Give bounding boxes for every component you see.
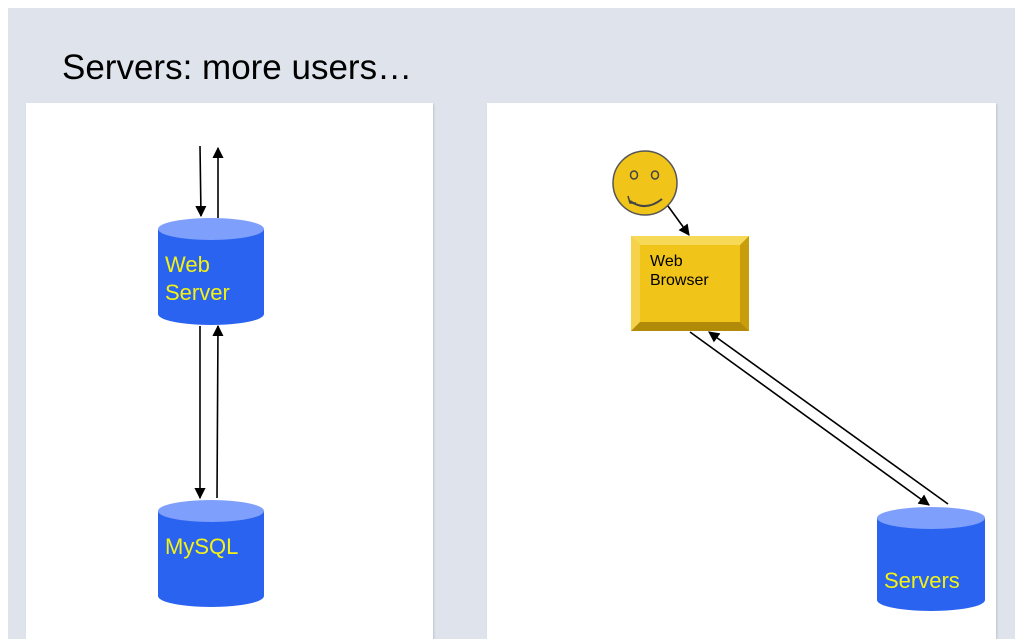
servers-cylinder: Servers bbox=[877, 507, 985, 611]
servers-label: Servers bbox=[884, 568, 960, 593]
web-browser-box: Web Browser bbox=[631, 236, 749, 331]
web-server-cylinder: Web Server bbox=[158, 218, 264, 325]
servers-to-browser-arrow bbox=[708, 331, 949, 505]
browser-label-line2: Browser bbox=[650, 272, 709, 289]
web-server-label-line2: Server bbox=[165, 280, 230, 305]
web-server-label-line1: Web bbox=[165, 252, 210, 277]
result-arrow bbox=[212, 324, 224, 499]
smiley-face-icon bbox=[612, 150, 678, 216]
incoming-request-arrow bbox=[195, 145, 207, 218]
user-to-browser-arrow bbox=[667, 205, 690, 236]
browser-to-servers-arrow bbox=[689, 331, 930, 506]
browser-label-line1: Web bbox=[650, 253, 683, 270]
mysql-cylinder: MySQL bbox=[158, 500, 264, 607]
slide-title: Servers: more users… bbox=[62, 48, 413, 87]
mysql-label: MySQL bbox=[165, 534, 238, 559]
